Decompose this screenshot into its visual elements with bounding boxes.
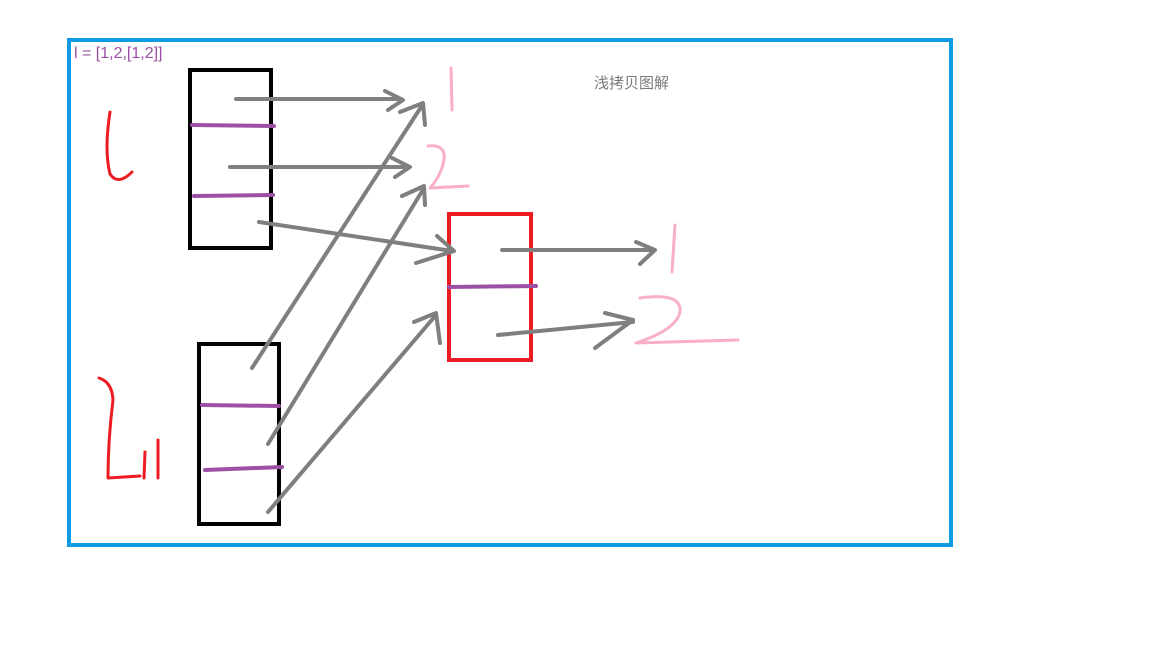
arrow [496, 311, 635, 350]
value-1 [670, 223, 677, 274]
arrow [250, 101, 427, 370]
arrow [257, 220, 456, 265]
handwritten-variable-names [97, 110, 160, 480]
arrow [234, 89, 405, 112]
name-l [105, 110, 134, 181]
arrow [228, 156, 412, 179]
list-l1-box [197, 342, 284, 526]
frame [67, 38, 953, 547]
value-2 [426, 144, 470, 190]
list-l-box [188, 68, 276, 250]
diagram-title: 浅拷贝图解 [594, 74, 670, 92]
name-l1 [97, 376, 160, 480]
handwritten-values [426, 66, 740, 345]
code-label: l = [1,2,[1,2]] [74, 45, 163, 62]
inner-list-box [447, 212, 538, 362]
arrow [266, 311, 442, 514]
value-2 [634, 295, 740, 345]
value-1 [449, 66, 454, 112]
arrow [266, 184, 427, 446]
arrow [500, 240, 657, 266]
reference-arrows [228, 89, 657, 514]
